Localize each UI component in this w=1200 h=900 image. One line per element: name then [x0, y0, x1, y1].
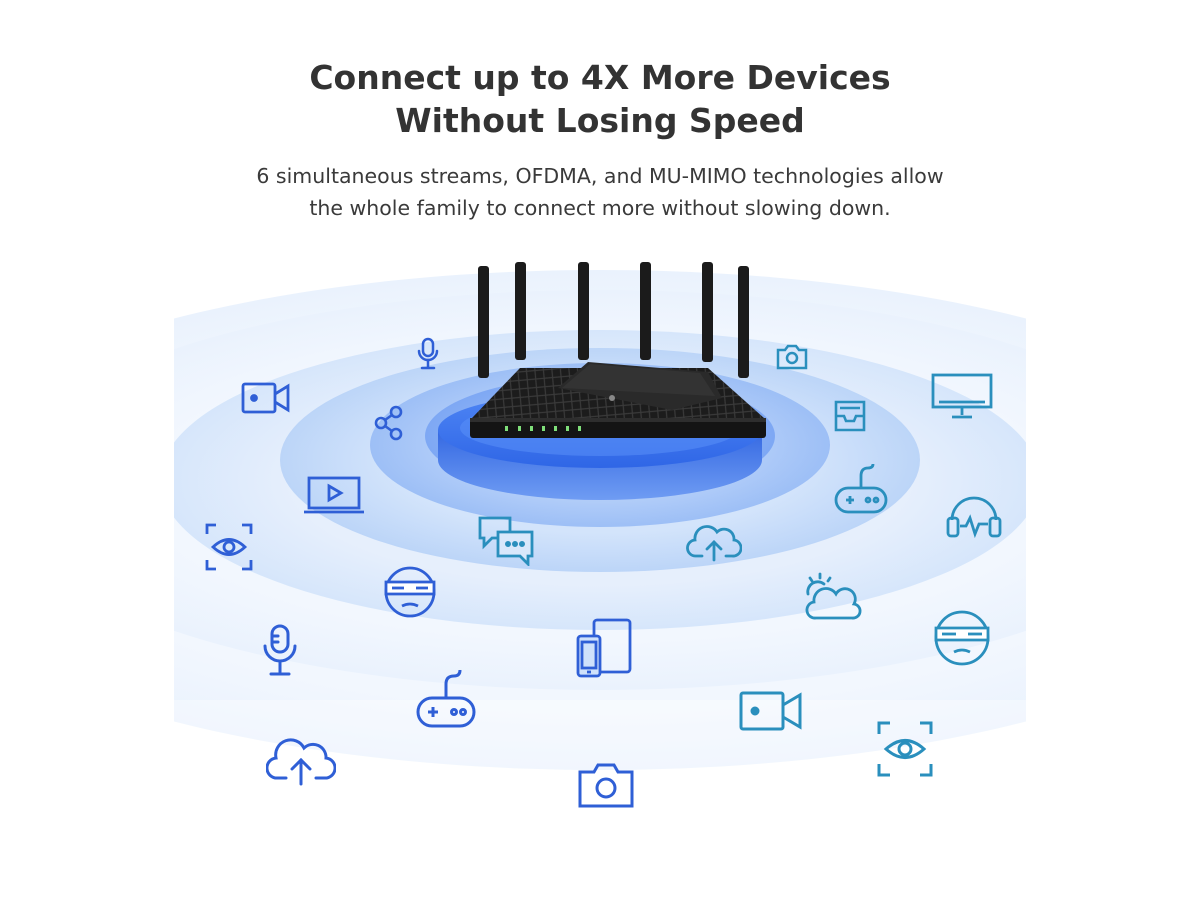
description-line-2: the whole family to connect more without… [309, 196, 891, 220]
microphone-icon [260, 622, 300, 680]
game-controller-icon [832, 462, 890, 518]
chat-bubbles-icon [476, 514, 536, 566]
router-device [470, 262, 766, 438]
share-icon [372, 404, 408, 442]
video-camera-icon [240, 378, 292, 418]
monitor-icon [930, 372, 994, 422]
eye-scan-icon [204, 522, 254, 572]
headset-icon [944, 494, 1004, 540]
cloud-upload-icon [266, 730, 336, 786]
vr-headset-icon [932, 606, 992, 670]
headline-line-2: Without Losing Speed [395, 101, 805, 140]
camera-icon [774, 342, 810, 372]
laptop-play-icon [302, 474, 366, 518]
headline: Connect up to 4X More Devices Without Lo… [0, 56, 1200, 142]
description-line-1: 6 simultaneous streams, OFDMA, and MU-MI… [256, 164, 944, 188]
description: 6 simultaneous streams, OFDMA, and MU-MI… [0, 160, 1200, 224]
game-controller-icon [414, 668, 478, 730]
camera-icon [576, 760, 636, 810]
microphone-icon [414, 336, 442, 374]
eye-scan-icon [876, 720, 934, 778]
wave-rings [174, 250, 1026, 840]
weather-cloud-icon [802, 572, 864, 624]
tablet-phone-icon [574, 616, 634, 680]
headline-line-1: Connect up to 4X More Devices [309, 58, 891, 97]
video-camera-icon [738, 688, 804, 734]
vr-headset-icon [382, 562, 438, 622]
inbox-icon [830, 396, 870, 434]
cloud-upload-icon [686, 518, 742, 564]
